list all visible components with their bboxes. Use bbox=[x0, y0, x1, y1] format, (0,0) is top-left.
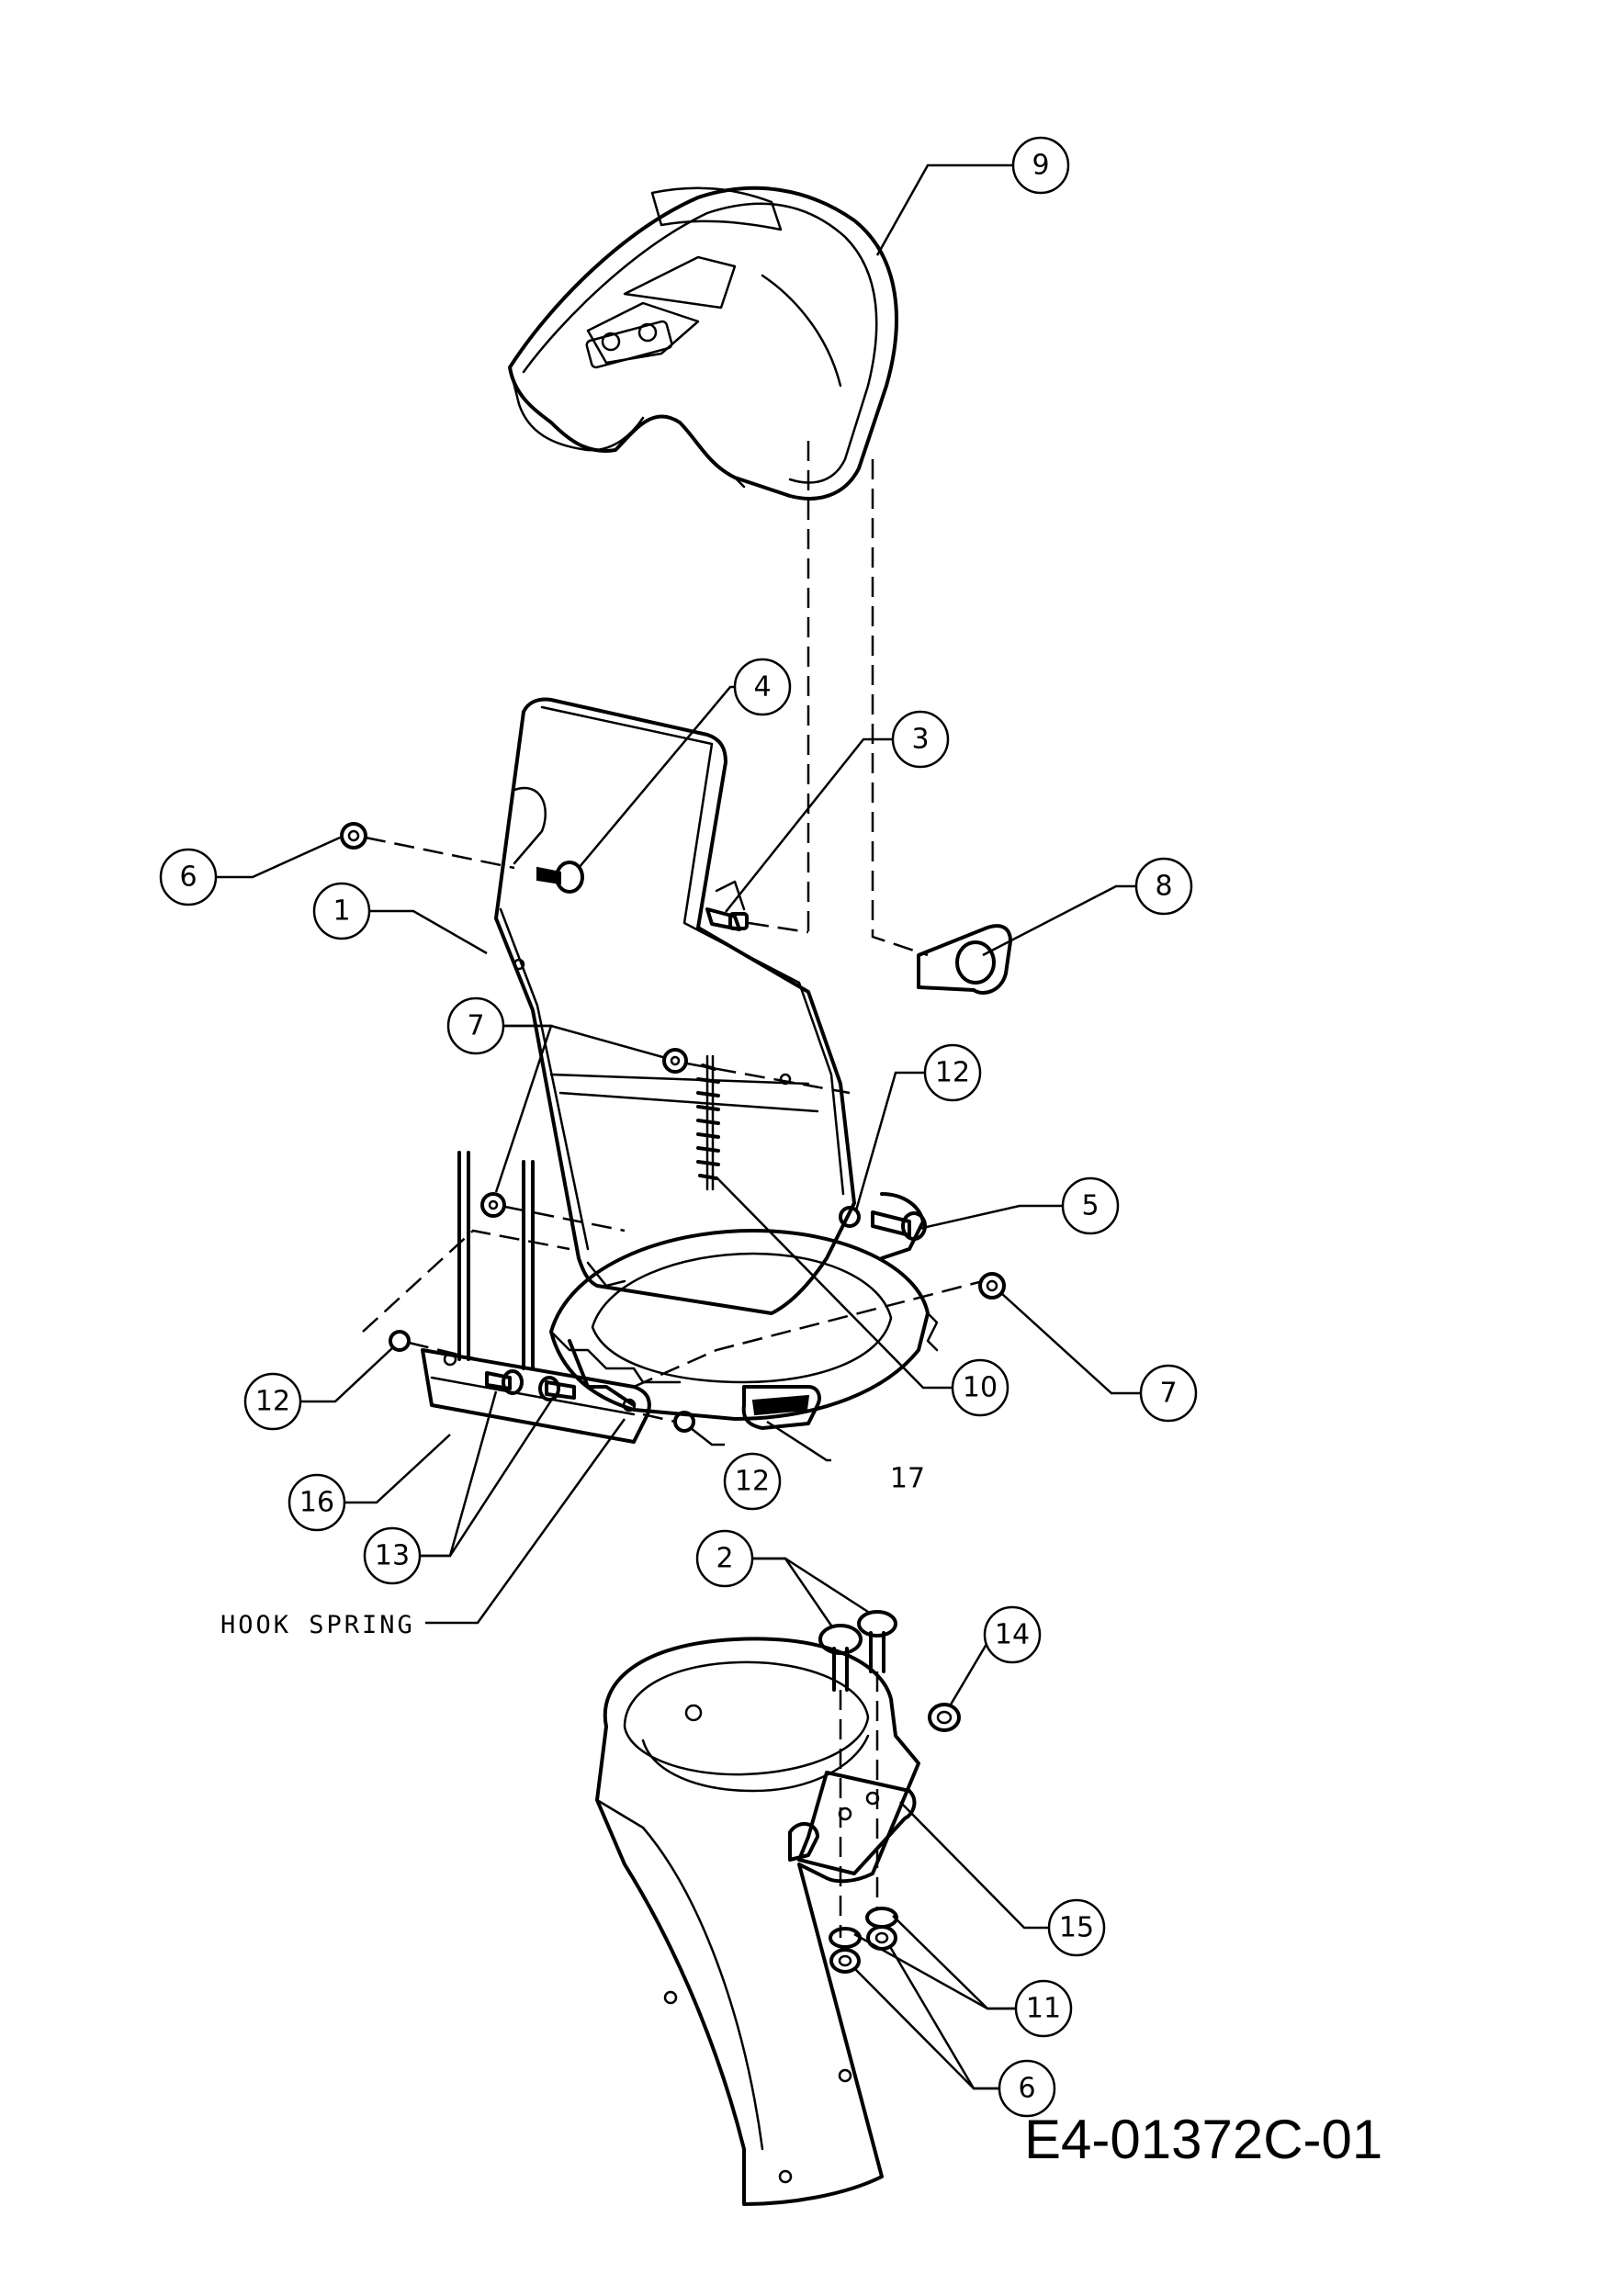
callout-6-top: 6 bbox=[159, 848, 218, 906]
callout-1: 1 bbox=[312, 882, 371, 940]
bolt-part-13-a bbox=[485, 1369, 524, 1395]
bracket-part-16 bbox=[421, 1348, 651, 1444]
washer-part-12-a bbox=[839, 1206, 861, 1228]
callout-6-top-number: 6 bbox=[179, 861, 197, 894]
part-17-label: 17 bbox=[890, 1463, 925, 1495]
callout-16: 16 bbox=[288, 1473, 346, 1532]
drawing-reference-code: E4-01372C-01 bbox=[1024, 2109, 1382, 2170]
upper-chute-part bbox=[494, 697, 856, 1315]
nut-part-14 bbox=[928, 1703, 961, 1732]
assembly-line-bracket-right bbox=[633, 1279, 984, 1389]
callout-11: 11 bbox=[1014, 1979, 1073, 2038]
callout-7-right: 7 bbox=[1139, 1364, 1198, 1423]
callout-3: 3 bbox=[891, 710, 950, 769]
callout-12-bottom: 12 bbox=[723, 1452, 782, 1511]
callout-15: 15 bbox=[1047, 1898, 1106, 1957]
hook-spring-rods bbox=[457, 1151, 535, 1370]
lock-part-17 bbox=[741, 1385, 821, 1430]
callout-11-number: 11 bbox=[1026, 1993, 1061, 2025]
nut-part-6-a bbox=[829, 1948, 861, 1974]
assembly-line-washer-12c bbox=[642, 1412, 676, 1424]
callout-7-right-number: 7 bbox=[1159, 1378, 1177, 1410]
bolt-part-2-b bbox=[857, 1610, 897, 1673]
callout-6-bottom-number: 6 bbox=[1018, 2073, 1035, 2105]
bolt-part-13-b bbox=[538, 1376, 576, 1401]
assembly-line-nut-7b bbox=[504, 1205, 626, 1232]
knob-part-8 bbox=[917, 924, 1012, 995]
nut-part-7-c bbox=[978, 1272, 1006, 1300]
assembly-line-cap-right bbox=[871, 459, 929, 957]
callout-8: 8 bbox=[1134, 857, 1193, 916]
callout-15-number: 15 bbox=[1059, 1912, 1094, 1944]
plate-part-15 bbox=[788, 1771, 917, 1875]
callout-12-left: 12 bbox=[243, 1372, 302, 1431]
assembly-line-pin-3 bbox=[748, 921, 809, 934]
callout-16-number: 16 bbox=[299, 1487, 334, 1519]
callout-13: 13 bbox=[363, 1526, 422, 1585]
assembly-line-6-to-chute bbox=[365, 836, 515, 870]
nut-part-7-a bbox=[662, 1048, 688, 1074]
bolt-part-2-a bbox=[818, 1624, 863, 1692]
nut-part-6-b bbox=[866, 1925, 897, 1951]
deflector-cap-part bbox=[508, 186, 898, 501]
callout-8-number: 8 bbox=[1155, 871, 1172, 903]
callout-10-number: 10 bbox=[963, 1372, 998, 1404]
callout-12-top: 12 bbox=[923, 1043, 982, 1102]
callout-2: 2 bbox=[695, 1529, 754, 1588]
callout-3-number: 3 bbox=[911, 724, 929, 756]
callout-5-number: 5 bbox=[1081, 1190, 1099, 1222]
callout-13-number: 13 bbox=[375, 1540, 410, 1572]
lower-chute-part bbox=[595, 1637, 920, 2206]
washer-part-12-b bbox=[389, 1330, 411, 1352]
callout-14-number: 14 bbox=[995, 1619, 1030, 1651]
callout-14: 14 bbox=[983, 1605, 1042, 1664]
callout-1-number: 1 bbox=[333, 895, 350, 928]
washer-part-11-a bbox=[829, 1927, 862, 1949]
callout-6-bottom: 6 bbox=[998, 2059, 1056, 2118]
callout-10: 10 bbox=[951, 1358, 1009, 1417]
pin-part-3 bbox=[705, 907, 749, 931]
callout-5: 5 bbox=[1061, 1176, 1120, 1235]
callout-12-bottom-number: 12 bbox=[735, 1466, 770, 1498]
chute-base-ring bbox=[549, 1192, 939, 1421]
assembly-line-nuts-7 bbox=[686, 1062, 851, 1095]
washer-part-11-b bbox=[865, 1907, 898, 1929]
callout-7-top: 7 bbox=[446, 996, 505, 1055]
assembly-line-washer-12b bbox=[408, 1341, 479, 1361]
callout-4-number: 4 bbox=[753, 671, 771, 703]
spring-part-10 bbox=[696, 1054, 720, 1191]
bolt-part-4 bbox=[536, 861, 584, 894]
leader-lines bbox=[216, 163, 1141, 2090]
callout-12-left-number: 12 bbox=[255, 1386, 290, 1418]
callout-4: 4 bbox=[733, 658, 792, 716]
callout-7-top-number: 7 bbox=[467, 1010, 484, 1042]
nut-part-6-top bbox=[340, 822, 367, 850]
callout-12-top-number: 12 bbox=[935, 1057, 970, 1089]
assembly-line-bracket bbox=[362, 1229, 570, 1333]
hook-spring-label: HOOK SPRING bbox=[220, 1611, 415, 1639]
callout-9: 9 bbox=[1011, 136, 1070, 195]
callout-2-number: 2 bbox=[716, 1543, 733, 1575]
callout-9-number: 9 bbox=[1032, 150, 1049, 182]
nut-part-7-b bbox=[480, 1192, 506, 1218]
